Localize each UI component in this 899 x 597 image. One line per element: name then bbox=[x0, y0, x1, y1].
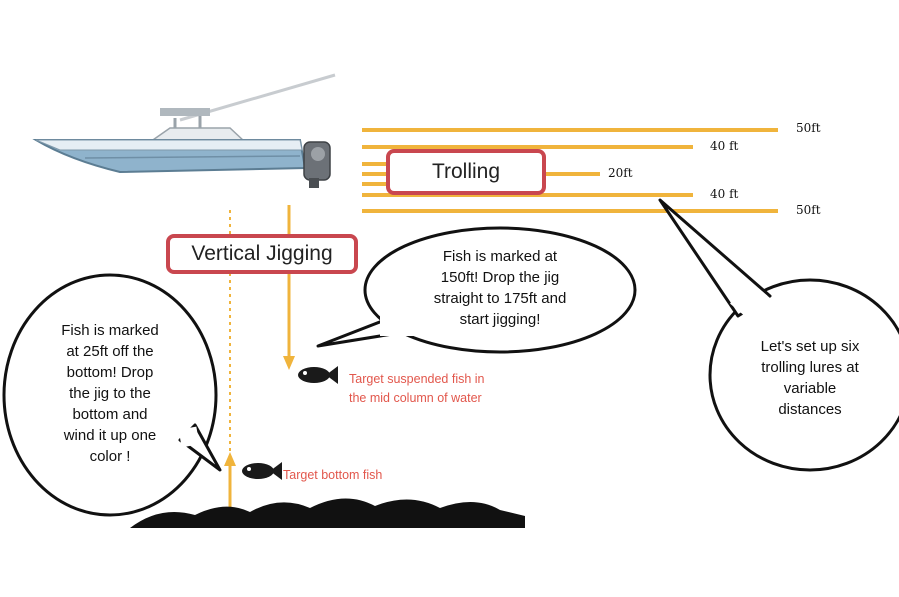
distance-label-20ft: 20ft bbox=[608, 166, 633, 180]
suspended-jig-arrow bbox=[283, 205, 295, 370]
trolling-title-box: Trolling bbox=[386, 149, 546, 195]
boat-icon bbox=[32, 73, 336, 188]
seafloor-icon bbox=[130, 498, 525, 528]
bottom-callout-bubble bbox=[2, 273, 222, 517]
trolling-callout-bubble bbox=[658, 198, 899, 472]
suspended-callout-text: Fish is marked at 150ft! Drop the jig st… bbox=[433, 248, 567, 328]
trolling-callout-text: Let's set up six trolling lures at varia… bbox=[760, 338, 860, 418]
distance-label-40ft-bottom: 40 ft bbox=[710, 187, 739, 201]
bottom-callout-text: Fish is marked at 25ft off the bottom! D… bbox=[61, 322, 159, 465]
trolling-lines bbox=[362, 128, 778, 213]
suspended-callout-bubble bbox=[316, 226, 637, 354]
fish-icon bbox=[242, 462, 282, 480]
suspended-target-label: Target suspended fish in the mid column … bbox=[349, 372, 485, 405]
distance-label-50ft-top: 50ft bbox=[796, 121, 821, 135]
jigging-title: Vertical Jigging bbox=[191, 242, 333, 265]
distance-label-50ft-bottom: 50ft bbox=[796, 203, 821, 217]
fish-icon bbox=[298, 366, 338, 384]
bottom-target-label: Target bottom fish bbox=[283, 468, 383, 482]
distance-label-40ft-top: 40 ft bbox=[710, 139, 739, 153]
trolling-title: Trolling bbox=[431, 160, 501, 183]
jigging-title-box: Vertical Jigging bbox=[166, 234, 358, 274]
